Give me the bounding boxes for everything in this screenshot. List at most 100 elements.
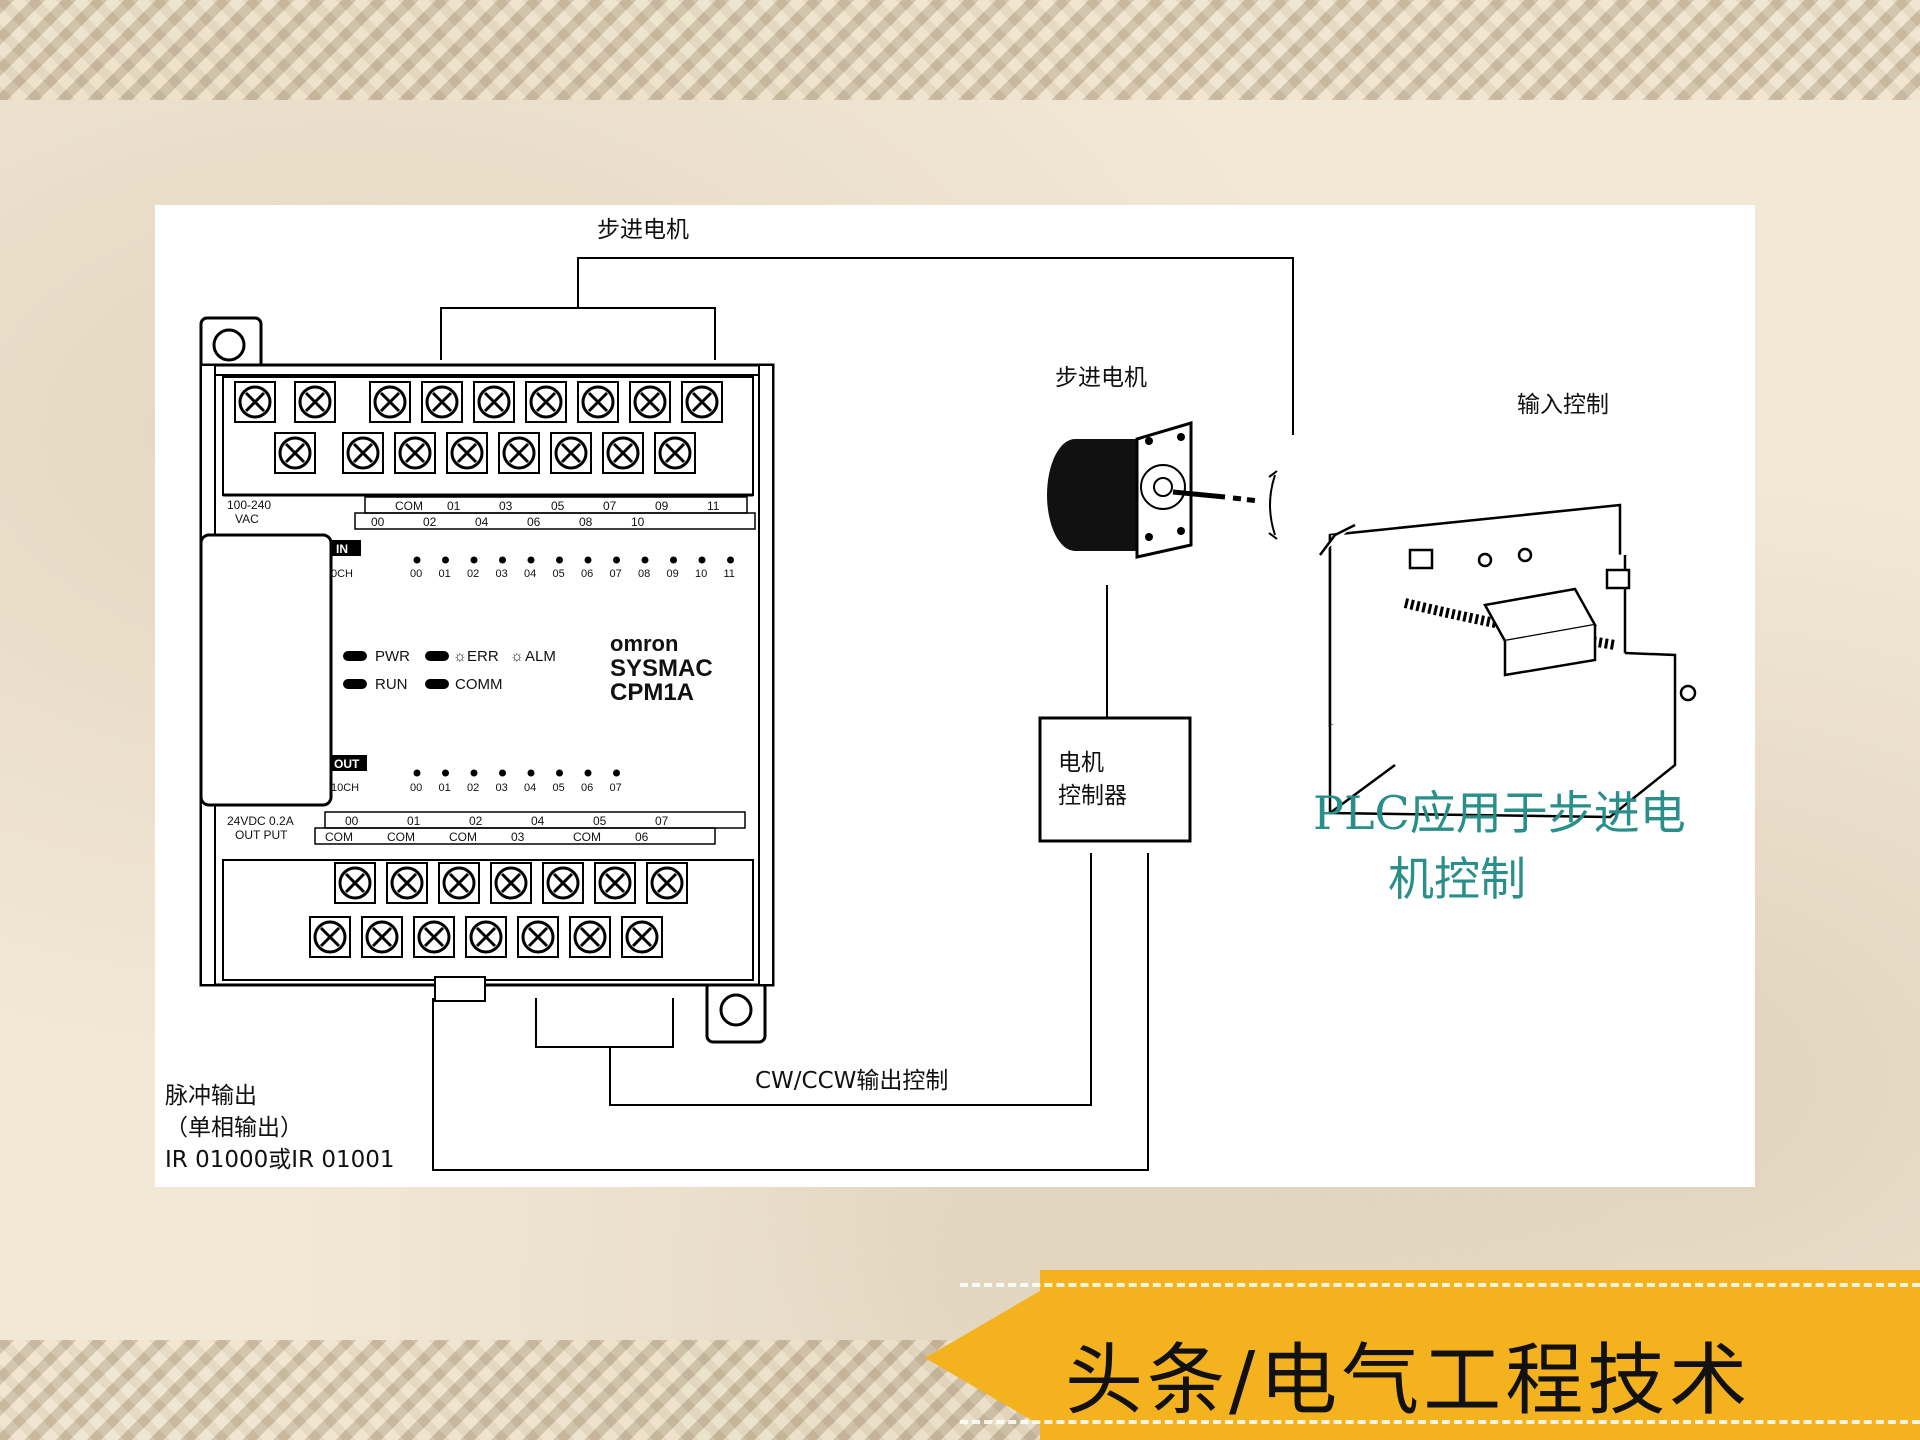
- io-led: [413, 769, 421, 777]
- io-number: 04: [524, 568, 536, 580]
- cw-ccw-label: CW/CCW输出控制: [755, 1068, 948, 1094]
- io-led: [442, 556, 449, 564]
- stepper-motor-label: 步进电机: [1055, 365, 1147, 391]
- terminal-label: 07: [655, 814, 669, 828]
- io-number: 06: [581, 568, 593, 580]
- run-led: [343, 679, 367, 689]
- omron-logo: omron: [610, 631, 678, 656]
- cpm1a-label: CPM1A: [610, 679, 694, 706]
- pwr-led: [343, 651, 367, 661]
- top-loop-wire: [577, 257, 1294, 435]
- top-screws: [234, 381, 723, 474]
- terminal-label: 09: [655, 499, 669, 513]
- terminal-label: 06: [527, 515, 541, 529]
- terminal-label: 01: [407, 814, 421, 828]
- terminal-label: COM: [325, 830, 353, 844]
- io-number: 07: [610, 568, 622, 580]
- io-number: 03: [496, 782, 508, 794]
- terminal-screw: [569, 916, 611, 958]
- cw-ccw-wire: [609, 853, 1092, 1106]
- slide-caption: PLC应用于步进电 机控制: [1313, 780, 1753, 912]
- out-ch-label: 10CH: [331, 782, 359, 794]
- io-number: 00: [410, 782, 422, 794]
- io-led: [698, 556, 706, 564]
- alm-sun-icon: ☼: [510, 648, 524, 665]
- terminal-screw: [594, 862, 636, 904]
- terminal-screw: [465, 916, 507, 958]
- io-number: 01: [439, 782, 451, 794]
- out-badge: OUT: [334, 757, 360, 771]
- io-number: 00: [410, 568, 422, 580]
- io-led: [613, 556, 620, 564]
- motor-controller-line2: 控制器: [1058, 783, 1127, 809]
- io-led: [584, 556, 592, 564]
- linear-stage-drawing: [1319, 503, 1697, 819]
- io-led: [584, 769, 592, 777]
- terminal-label: COM: [449, 830, 477, 844]
- pulse-wire: [432, 853, 1149, 1171]
- io-led: [613, 769, 620, 777]
- terminal-screw: [473, 381, 515, 423]
- io-number: 07: [610, 782, 622, 794]
- ac-label-2: VAC: [235, 512, 259, 526]
- io-number: 02: [467, 782, 479, 794]
- banner-dash-bottom: [960, 1420, 1920, 1424]
- wiring: [432, 257, 1294, 1171]
- terminal-label: 04: [531, 814, 545, 828]
- terminal-label: 03: [499, 499, 513, 513]
- terminal-screw: [654, 432, 696, 474]
- mount-hole-top: [212, 328, 246, 362]
- bottom-bracket-wire: [535, 998, 674, 1048]
- io-number: 09: [667, 568, 679, 580]
- status-leds: PWR RUN ☼ ERR ☼ ALM COMM: [343, 648, 556, 693]
- io-number: 03: [496, 568, 508, 580]
- dc-label-2: OUT PUT: [235, 828, 288, 842]
- io-number: 08: [638, 568, 650, 580]
- pwr-label: PWR: [375, 648, 410, 665]
- io-number: 11: [724, 568, 735, 580]
- io-number: 10: [695, 568, 707, 580]
- diagram-labels: 步进电机 步进电机 输入控制 电机 控制器 CW/CCW输出控制 脉冲输出 （单…: [165, 217, 1609, 1173]
- err-sun-icon: ☼: [453, 648, 467, 665]
- terminal-label: 08: [579, 515, 593, 529]
- terminal-screw: [602, 432, 644, 474]
- terminal-label: COM: [395, 499, 423, 513]
- comm-led: [425, 679, 449, 689]
- err-label: ERR: [467, 648, 499, 665]
- terminal-screw: [498, 432, 540, 474]
- stepper-motor-drawing: [1047, 420, 1278, 559]
- io-led: [527, 769, 535, 777]
- terminal-screw: [550, 432, 592, 474]
- alm-label: ALM: [525, 648, 556, 665]
- io-led: [727, 556, 734, 564]
- run-label: RUN: [375, 676, 408, 693]
- terminal-screw: [629, 381, 671, 423]
- terminal-screw: [438, 862, 480, 904]
- dc-label-1: 24VDC 0.2A: [227, 814, 294, 828]
- terminal-screw: [446, 432, 488, 474]
- bottom-screws: [309, 862, 688, 958]
- terminal-screw: [542, 862, 584, 904]
- pulse-output-line3: IR 01000或IR 01001: [165, 1147, 394, 1173]
- io-number: 06: [581, 782, 593, 794]
- terminal-screw: [681, 381, 723, 423]
- terminal-label: 02: [423, 515, 437, 529]
- pulse-output-line2: （单相输出）: [165, 1115, 303, 1141]
- terminal-label: 01: [447, 499, 461, 513]
- io-led: [641, 556, 649, 564]
- terminal-label: 05: [551, 499, 565, 513]
- left-cover: [199, 533, 333, 807]
- terminal-screw: [621, 916, 663, 958]
- terminal-screw: [517, 916, 559, 958]
- io-led: [413, 556, 421, 564]
- io-led: [499, 769, 506, 777]
- terminal-screw: [309, 916, 351, 958]
- mount-hole-bottom: [719, 993, 753, 1027]
- motor-controller-line1: 电机: [1058, 750, 1104, 776]
- io-led: [470, 769, 478, 777]
- io-number: 01: [439, 568, 451, 580]
- top-ornament-border: [0, 0, 1920, 100]
